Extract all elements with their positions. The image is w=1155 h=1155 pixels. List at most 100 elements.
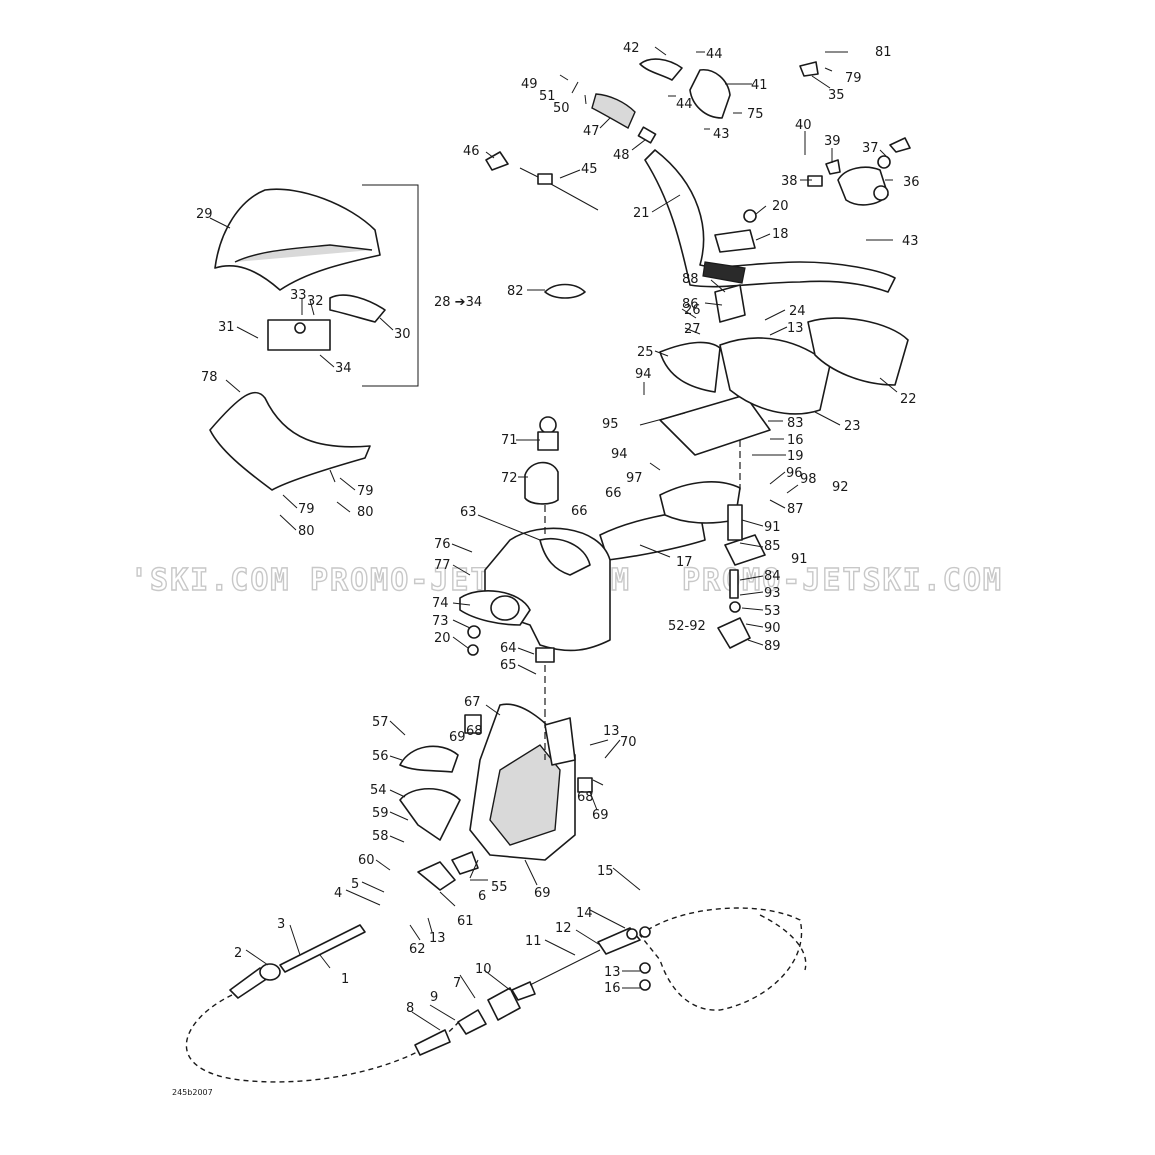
label-part-20-support: 20	[434, 631, 451, 646]
label-part-70: 70	[620, 735, 637, 750]
label-part-3: 3	[277, 917, 285, 932]
label-part-86: 86	[682, 297, 699, 312]
label-part-92: 92	[832, 480, 849, 495]
clamp-82	[544, 283, 586, 299]
label-part-22: 22	[900, 392, 917, 407]
label-part-66-left: 66	[605, 486, 622, 501]
steering-support-63	[459, 527, 611, 663]
label-part-12: 12	[555, 921, 572, 936]
label-part-14: 14	[576, 906, 593, 921]
label-part-58: 58	[372, 829, 389, 844]
label-part-28-to-34: 28 ➔34	[434, 295, 482, 310]
label-part-8: 8	[406, 1001, 414, 1016]
label-part-73: 73	[432, 614, 449, 629]
label-part-25: 25	[637, 345, 654, 360]
steering-cable	[185, 924, 641, 1083]
label-part-79-left: 79	[298, 502, 315, 517]
label-part-97: 97	[626, 471, 643, 486]
label-part-80-left: 80	[298, 524, 315, 539]
label-part-68-right: 68	[577, 790, 594, 805]
label-part-16-arm: 16	[787, 433, 804, 448]
label-part-69-bottom: 69	[534, 886, 551, 901]
label-part-41: 41	[751, 78, 768, 93]
label-part-32: 32	[307, 294, 324, 309]
jet-nozzle-outline	[639, 907, 807, 1011]
label-part-33: 33	[290, 288, 307, 303]
label-part-74: 74	[432, 596, 449, 611]
throttle-cable-45	[519, 167, 599, 211]
label-part-90: 90	[764, 621, 781, 636]
label-part-13-bracket: 13	[603, 724, 620, 739]
watermark-left: 'SKI.COM	[130, 563, 291, 598]
label-part-44-mid: 44	[676, 97, 693, 112]
label-part-82: 82	[507, 284, 524, 299]
label-part-71: 71	[501, 433, 518, 448]
label-part-76: 76	[434, 537, 451, 552]
label-part-50: 50	[553, 101, 570, 116]
label-part-15: 15	[597, 864, 614, 879]
callout-labels: 1 2 3 4 5 6 7 8 9 10 11 12 13 13 13 13 1…	[196, 41, 920, 1016]
label-part-63: 63	[460, 505, 477, 520]
label-part-51: 51	[539, 89, 556, 104]
label-part-19: 19	[787, 449, 804, 464]
label-part-83: 83	[787, 416, 804, 431]
label-part-66-right: 66	[571, 504, 588, 519]
label-part-65: 65	[500, 658, 517, 673]
label-part-13-support: 13	[787, 321, 804, 336]
label-part-42: 42	[623, 41, 640, 56]
label-part-94-top: 94	[635, 367, 652, 382]
label-part-98: 98	[800, 472, 817, 487]
label-part-35: 35	[828, 88, 845, 103]
label-part-43-switch: 43	[902, 234, 919, 249]
label-part-57: 57	[372, 715, 389, 730]
label-part-26: 26	[684, 303, 701, 318]
label-part-89: 89	[764, 639, 781, 654]
label-part-36: 36	[903, 175, 920, 190]
label-part-38: 38	[781, 174, 798, 189]
label-part-27: 27	[684, 322, 701, 337]
label-part-60: 60	[358, 853, 375, 868]
label-part-91-top: 91	[764, 520, 781, 535]
label-part-75: 75	[747, 107, 764, 122]
label-part-43-bar: 43	[713, 127, 730, 142]
label-part-96: 96	[786, 466, 803, 481]
label-part-40: 40	[795, 118, 812, 133]
label-part-64: 64	[500, 641, 517, 656]
label-part-95: 95	[602, 417, 619, 432]
label-part-55: 55	[491, 880, 508, 895]
label-part-80-right: 80	[357, 505, 374, 520]
label-part-79-top: 79	[845, 71, 862, 86]
label-part-31: 31	[218, 320, 235, 335]
label-part-10: 10	[475, 962, 492, 977]
label-part-37: 37	[862, 141, 879, 156]
clip-46	[485, 151, 509, 171]
grip-clamps	[399, 714, 593, 841]
label-part-7: 7	[453, 976, 461, 991]
handlebar-assembly	[591, 58, 911, 293]
label-part-54: 54	[370, 783, 387, 798]
label-part-2: 2	[234, 946, 242, 961]
label-part-1: 1	[341, 972, 349, 987]
steering-column	[524, 284, 909, 561]
label-part-11: 11	[525, 934, 542, 949]
label-part-13-cable: 13	[429, 931, 446, 946]
leader-lines	[209, 46, 898, 1031]
label-part-53: 53	[764, 604, 781, 619]
label-part-39: 39	[824, 134, 841, 149]
label-part-46: 46	[463, 144, 480, 159]
label-part-6: 6	[478, 889, 486, 904]
label-part-49: 49	[521, 77, 538, 92]
label-part-56: 56	[372, 749, 389, 764]
label-part-48: 48	[613, 148, 630, 163]
label-part-5: 5	[351, 877, 359, 892]
label-part-62: 62	[409, 942, 426, 957]
label-part-30: 30	[394, 327, 411, 342]
label-part-84: 84	[764, 569, 781, 584]
label-part-16-nozzle: 16	[604, 981, 621, 996]
label-part-77: 77	[434, 558, 451, 573]
label-part-44-top: 44	[706, 47, 723, 62]
label-part-20-bar: 20	[772, 199, 789, 214]
label-part-88: 88	[682, 272, 699, 287]
